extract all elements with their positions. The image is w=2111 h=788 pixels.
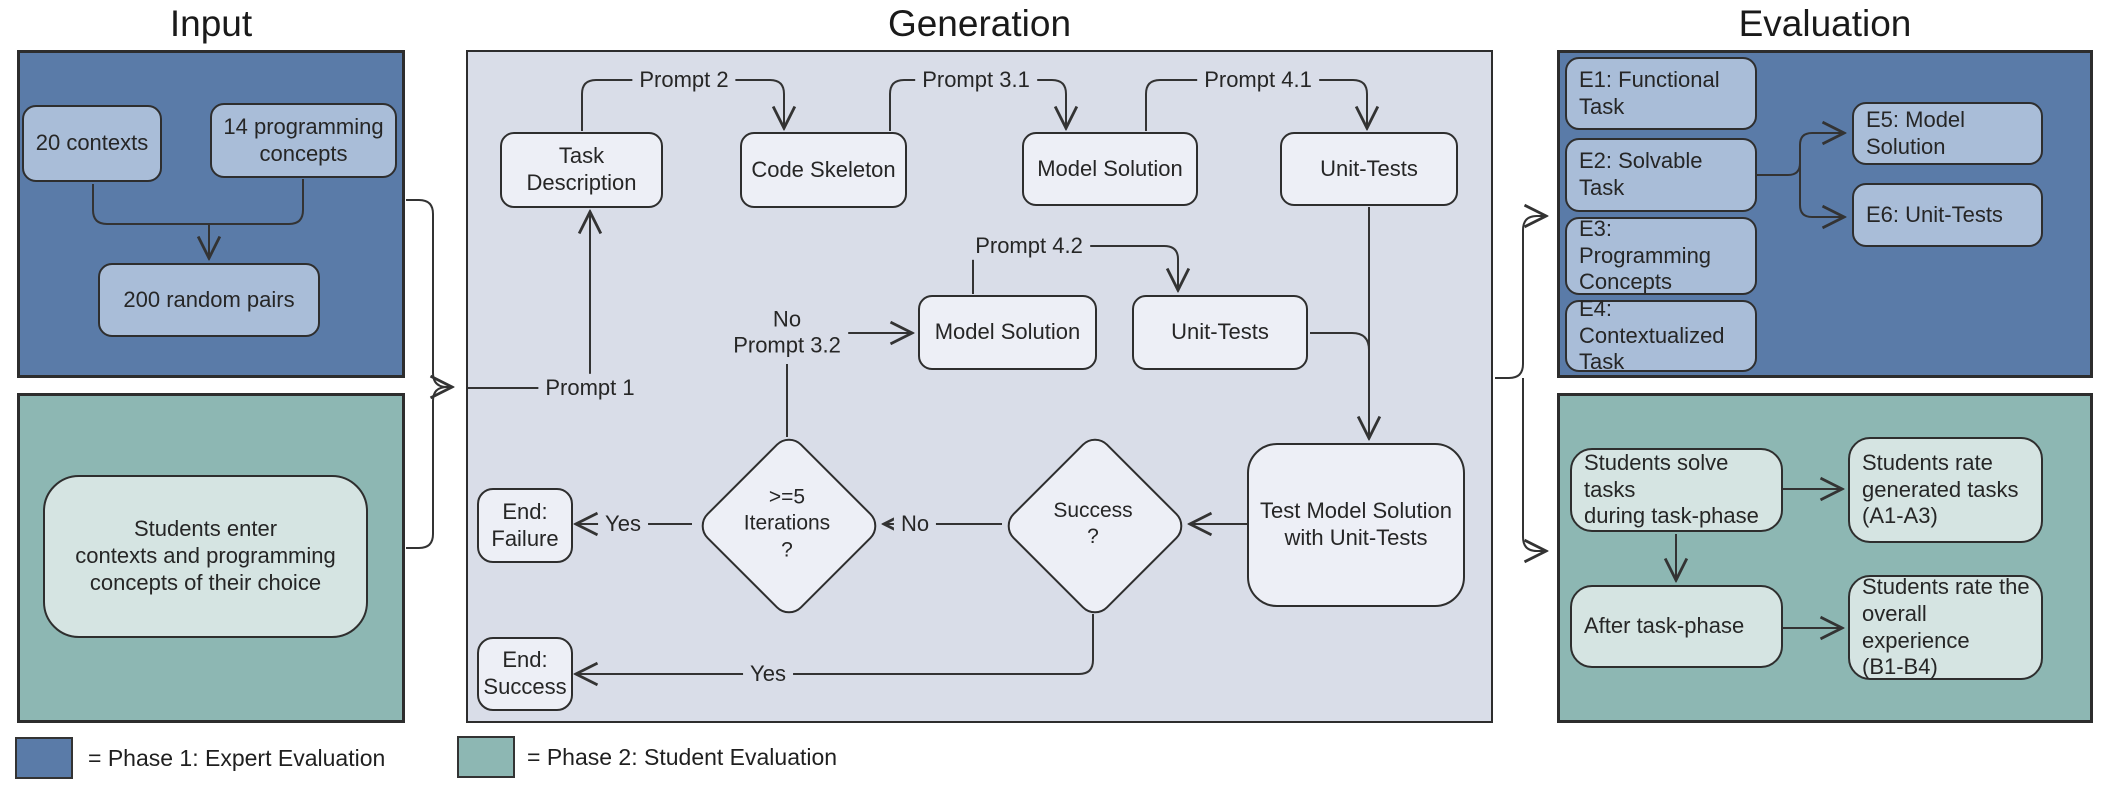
students-solve-node: Students solve tasks during task-phase xyxy=(1570,448,1783,532)
rate-overall-node: Students rate the overall experience (B1… xyxy=(1848,574,2043,680)
students-enter-node: Students enter contexts and programming … xyxy=(43,475,368,638)
unit-tests-1-node: Unit-Tests xyxy=(1280,132,1458,206)
success-decision-label: Success ? xyxy=(1053,498,1133,548)
code-skeleton-node: Code Skeleton xyxy=(740,132,907,208)
rate-tasks-node: Students rate generated tasks (A1-A3) xyxy=(1848,437,2043,543)
phase2-legend-swatch xyxy=(457,736,515,778)
unit-tests2-elbow xyxy=(1310,332,1370,351)
e3-programming-concepts-node: E3: Programming Concepts xyxy=(1565,216,1757,295)
model-solution-1-node: Model Solution xyxy=(1022,132,1198,206)
bracket-right-down xyxy=(1522,378,1544,551)
task-description-node: Task Description xyxy=(500,132,663,208)
e2-to-e6 xyxy=(1799,163,1842,217)
bracket-right-up xyxy=(1495,216,1544,379)
prompt42-label: Prompt 4.2 xyxy=(968,231,1090,261)
input-merge-curve xyxy=(92,179,304,225)
end-failure-node: End: Failure xyxy=(477,488,573,563)
model-solution-2-node: Model Solution xyxy=(918,295,1097,370)
e6-unit-tests-node: E6: Unit-Tests xyxy=(1852,183,2043,247)
bracket-left-top xyxy=(406,199,450,387)
input-title: Input xyxy=(169,3,253,44)
concepts-node: 14 programming concepts xyxy=(210,103,397,178)
unit-tests-2-node: Unit-Tests xyxy=(1132,295,1308,370)
contexts-node: 20 contexts xyxy=(22,105,162,182)
e4-contextualized-task-node: E4: Contextualized Task xyxy=(1565,296,1757,374)
iterations-decision-label: >=5 Iterations ? xyxy=(743,485,831,562)
phase2-legend-label: = Phase 2: Student Evaluation xyxy=(527,744,838,770)
prompt2-label: Prompt 2 xyxy=(632,65,736,95)
after-task-phase-node: After task-phase xyxy=(1570,585,1783,668)
e5-model-solution-node: E5: Model Solution xyxy=(1852,102,2043,165)
bracket-left-bottom xyxy=(406,386,448,549)
prompt32-label: No Prompt 3.2 xyxy=(726,305,848,361)
yes-bottom-label: Yes xyxy=(743,659,793,689)
prompt31-label: Prompt 3.1 xyxy=(915,65,1037,95)
prompt1-label: Prompt 1 xyxy=(538,373,642,403)
evaluation-title: Evaluation xyxy=(1738,3,1912,44)
phase1-legend-swatch xyxy=(15,737,73,779)
test-model-solution-node: Test Model Solution with Unit-Tests xyxy=(1247,443,1465,607)
random-pairs-node: 200 random pairs xyxy=(98,263,320,337)
success-yes-arrow xyxy=(578,614,1094,674)
phase1-legend-label: = Phase 1: Expert Evaluation xyxy=(88,745,386,771)
prompt41-label: Prompt 4.1 xyxy=(1197,65,1319,95)
e2-solvable-task-node: E2: Solvable Task xyxy=(1565,138,1757,212)
arrow-prompt1 xyxy=(468,214,590,389)
e2-to-e5 xyxy=(1757,133,1842,176)
generation-title: Generation xyxy=(887,3,1072,44)
no-mid-label: No xyxy=(893,509,937,539)
end-success-node: End: Success xyxy=(477,637,573,711)
yes-left-label: Yes xyxy=(598,509,648,539)
e1-functional-task-node: E1: Functional Task xyxy=(1565,57,1757,130)
